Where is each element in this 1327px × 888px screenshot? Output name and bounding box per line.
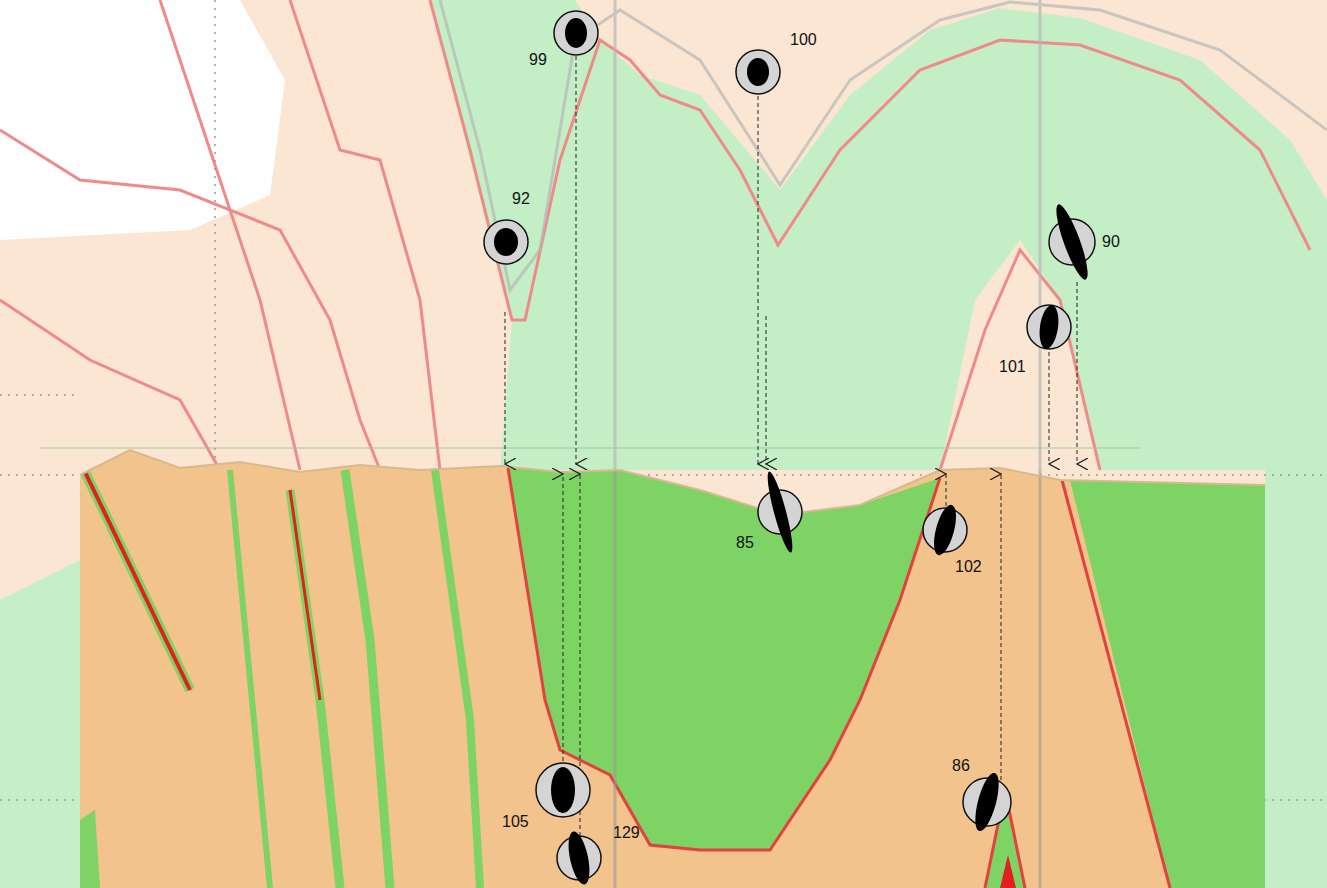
projection-arrow <box>946 474 947 506</box>
compressional-quadrant <box>551 767 575 813</box>
focal-mechanism <box>554 11 598 55</box>
callout-number: 105 <box>502 814 529 830</box>
compressional-quadrant <box>971 771 1004 834</box>
callout-number: 90 <box>1102 234 1120 250</box>
focal-mechanisms <box>484 11 1095 886</box>
projection-arrow <box>1049 352 1050 464</box>
callout-number: 100 <box>790 32 817 48</box>
projection-arrow <box>563 474 564 768</box>
lower-green <box>508 468 940 850</box>
callout-number: 129 <box>613 825 640 841</box>
callout-number: 86 <box>952 758 970 774</box>
projection-arrow <box>758 96 759 464</box>
compressional-quadrant <box>1037 304 1061 350</box>
callout-number: 99 <box>529 52 547 68</box>
upper-fault-lines <box>0 0 1310 470</box>
topography <box>80 450 1265 515</box>
projection-arrow <box>1077 282 1078 464</box>
focal-mechanism <box>736 50 780 94</box>
lower-ground <box>80 450 1265 888</box>
profile-line <box>40 448 1140 449</box>
projection-arrow <box>1001 474 1002 780</box>
focal-mechanism <box>536 763 590 817</box>
callout-number: 85 <box>736 535 754 551</box>
projection-arrow <box>505 312 506 464</box>
projection-arrow <box>576 56 577 464</box>
focal-mechanism <box>484 220 528 264</box>
callout-number: 102 <box>955 559 982 575</box>
lower-fault-lines <box>85 468 1170 888</box>
compressional-quadrant <box>1051 202 1093 283</box>
blank-area <box>0 0 285 240</box>
compressional-quadrant <box>494 228 518 256</box>
upper-boundary-lines <box>440 0 1327 470</box>
lower-green <box>1070 480 1265 888</box>
callout-number: 92 <box>512 191 530 207</box>
compressional-quadrant <box>747 58 769 86</box>
compressional-quadrant <box>565 18 587 48</box>
compressional-quadrant <box>930 503 961 558</box>
upper-green <box>0 560 80 888</box>
compressional-quadrant <box>565 830 594 887</box>
callout-number: 101 <box>999 359 1026 375</box>
compressional-quadrant <box>763 470 796 554</box>
projection-arrow <box>766 316 767 464</box>
lower-green <box>80 810 100 888</box>
